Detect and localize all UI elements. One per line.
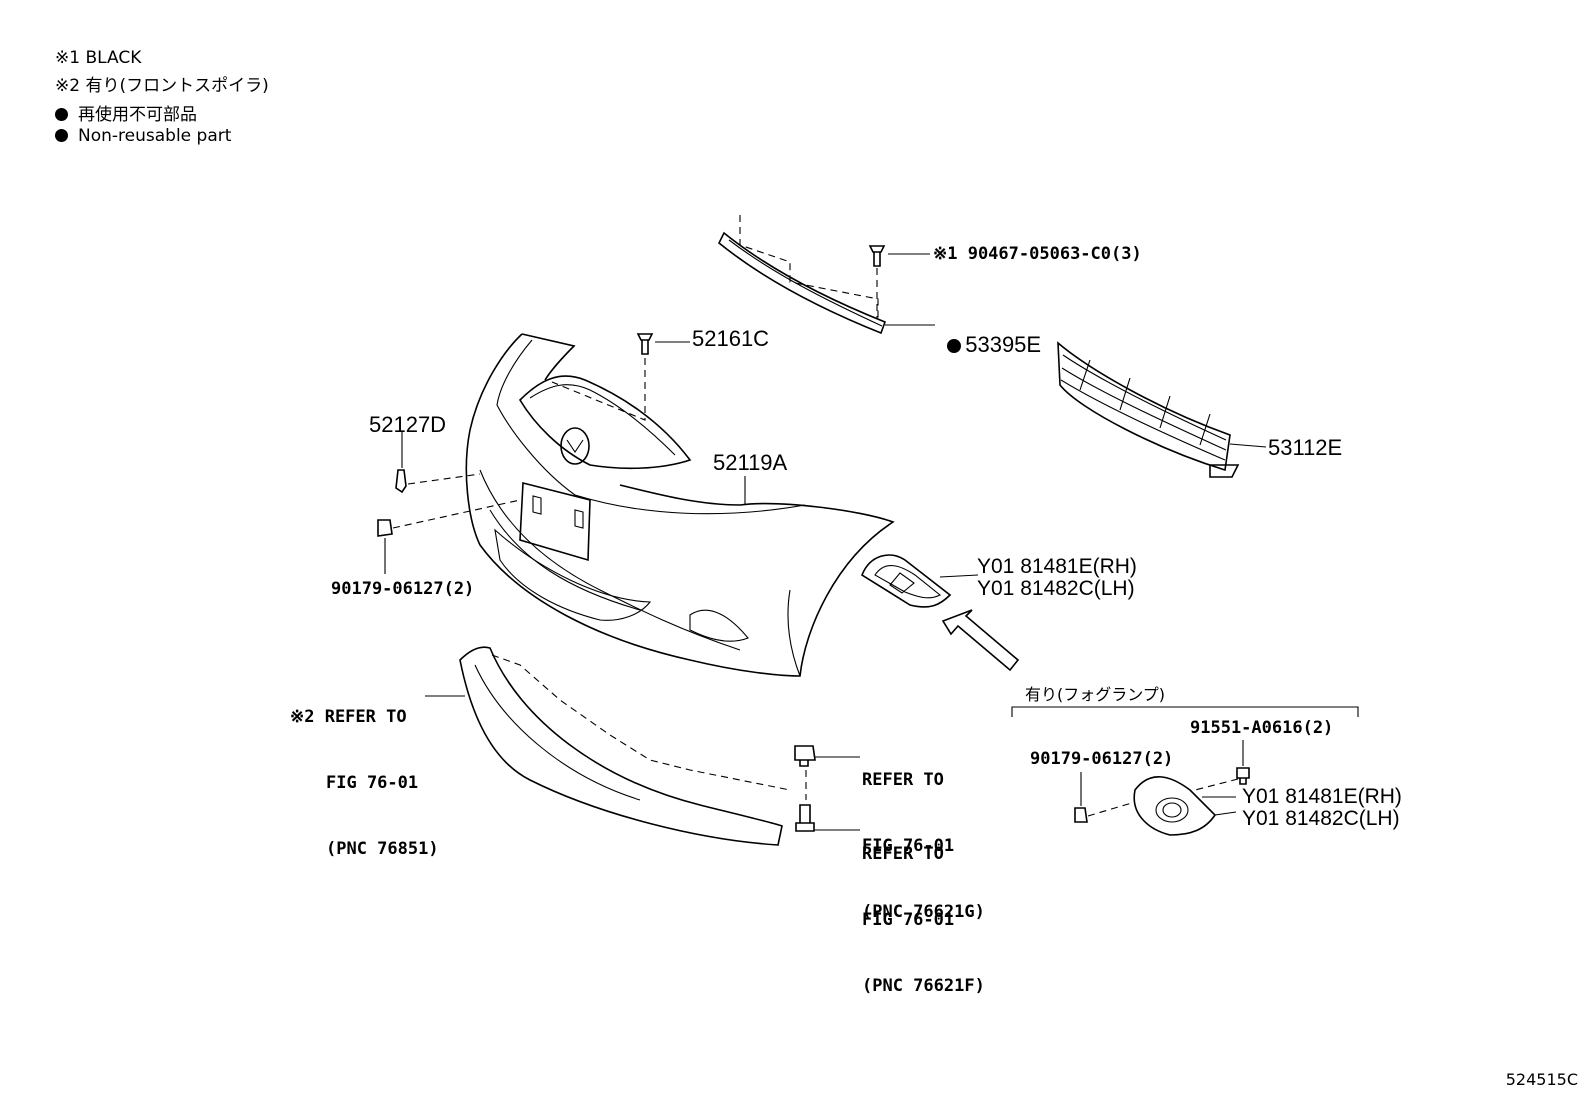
label-52119A: 52119A: [713, 450, 788, 475]
screw-76621F[interactable]: [795, 804, 815, 832]
label-ref-76621F: REFER TO FIG 76-01 (PNC 76621F): [862, 799, 985, 1019]
leader-cover: [939, 574, 979, 578]
fog-lamp-cover[interactable]: [1133, 776, 1217, 836]
legend-nonreusable-jp-text: 再使用不可部品: [78, 105, 197, 125]
label-53395E: 53395E: [935, 312, 1041, 356]
fog-group-bracket: [1011, 706, 1359, 717]
legend-nonreusable-en: Non-reusable part: [55, 126, 231, 146]
label-fog-heading: 有り(フォグランプ): [1025, 685, 1166, 704]
clip-76621G[interactable]: [794, 745, 816, 767]
ref-76621G-line1: REFER TO: [862, 770, 944, 790]
arrow-icon: [941, 609, 1020, 672]
label-cover-rh: Y01 81481E(RH): [977, 555, 1137, 578]
ref-76621F-line3: (PNC 76621F): [862, 976, 985, 996]
lower-grille[interactable]: [1057, 341, 1240, 478]
fog-cover-plain[interactable]: [861, 554, 952, 608]
spoiler-ref-line3: (PNC 76851): [326, 839, 439, 859]
label-53395E-text: 53395E: [965, 332, 1042, 357]
label-52161C: 52161C: [692, 326, 770, 351]
dashed-guide-52161C: [551, 358, 646, 421]
figure-code: 524515C: [1505, 1070, 1578, 1089]
label-fog-lh: Y01 81482C(LH): [1242, 807, 1400, 830]
non-reusable-dot-icon: [947, 339, 962, 353]
legend-nonreusable-jp: 再使用不可部品: [55, 100, 197, 125]
dashed-guide-52127D: [407, 473, 481, 485]
dashed-guide-91551: [1194, 778, 1239, 791]
bullet-icon: [55, 129, 68, 142]
bolt-91551[interactable]: [1236, 767, 1250, 785]
label-fog-rh: Y01 81481E(RH): [1242, 785, 1402, 808]
dashed-guide-90179-fog: [1087, 801, 1136, 817]
label-90467: ※1 90467-05063-C0(3): [933, 244, 1142, 264]
label-90179-fog: 90179-06127(2): [1030, 749, 1174, 769]
clip-90467[interactable]: [868, 245, 886, 318]
dashed-guide-90179-upper: [392, 499, 521, 529]
label-spoiler-ref: ※2 REFER TO FIG 76-01 (PNC 76851): [290, 662, 439, 882]
bullet-icon: [55, 108, 68, 121]
front-spoiler[interactable]: [459, 646, 791, 846]
clip-52161C[interactable]: [636, 333, 654, 355]
nut-90179-upper[interactable]: [377, 519, 393, 537]
ref-76621G-line3: (PNC 76621G): [862, 902, 985, 922]
ref-76621F-line1: REFER TO: [862, 844, 944, 864]
leader-fog-cover: [1202, 796, 1237, 816]
label-ref-76621G: REFER TO FIG 76-01 (PNC 76621G): [862, 725, 985, 945]
ref-76621G-line2: FIG 76-01: [862, 836, 955, 856]
label-91551: 91551-A0616(2): [1190, 718, 1334, 738]
spoiler-ref-line2: FIG 76-01: [326, 773, 419, 793]
nut-90179-fog[interactable]: [1074, 807, 1088, 823]
upper-molding-strip[interactable]: [717, 215, 887, 335]
label-53112E: 53112E: [1268, 435, 1343, 460]
label-52127D: 52127D: [369, 412, 447, 437]
legend-note-black: ※1 BLACK: [55, 48, 142, 68]
spoiler-ref-line1: ※2 REFER TO: [290, 707, 407, 727]
legend-note-spoiler: ※2 有り(フロントスポイラ): [55, 76, 269, 96]
leader-53112E: [1229, 443, 1267, 448]
label-cover-lh: Y01 81482C(LH): [977, 577, 1135, 600]
legend-nonreusable-en-text: Non-reusable part: [78, 126, 232, 146]
front-bumper-cover[interactable]: [465, 333, 895, 677]
label-90179-upper: 90179-06127(2): [331, 579, 475, 599]
ref-76621F-line2: FIG 76-01: [862, 910, 955, 930]
retainer-52127D[interactable]: [395, 469, 407, 494]
